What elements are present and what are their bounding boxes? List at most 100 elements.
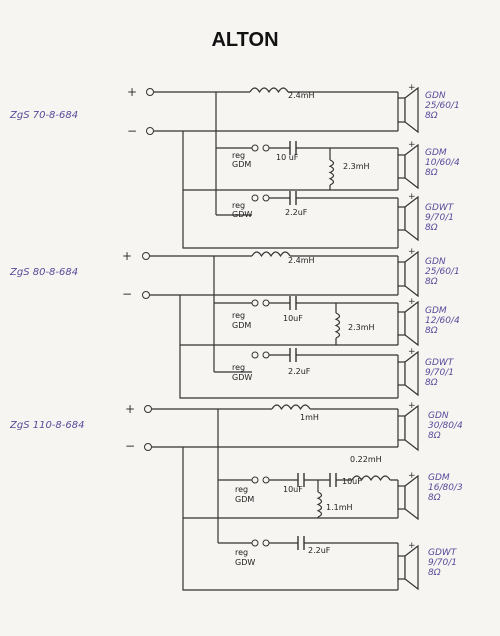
page-title: ALTON xyxy=(211,29,278,51)
woofer-speaker-impedance: 8Ω xyxy=(425,111,438,121)
svg-text:+: + xyxy=(408,541,416,551)
mid-speaker-name: GDM xyxy=(425,306,447,316)
input-minus-terminal xyxy=(144,443,152,451)
mid-reg-terminal-a xyxy=(251,144,259,152)
svg-text:+: + xyxy=(408,347,416,357)
mid-reg-driver-label: GDM xyxy=(232,321,251,330)
input-minus-sign: − xyxy=(127,124,137,138)
woofer-inductor xyxy=(251,251,291,258)
mid-reg-terminal-b xyxy=(262,144,270,152)
tweeter-speaker-icon: + xyxy=(397,541,419,591)
mid-inductor-label: 2.3mH xyxy=(343,162,370,171)
tweeter-speaker-name: GDWT xyxy=(425,358,455,368)
model-label: ZgS 110-8-684 xyxy=(9,420,84,431)
mid-speaker-icon: + xyxy=(397,140,419,190)
crossover-section-1: ZgS 70-8-684 + − 2.4mH reg GDM 10 uF 2.3… xyxy=(9,83,460,249)
woofer-inductor-label: 2.4mH xyxy=(288,256,315,265)
tweeter-capacitor-label: 2.2uF xyxy=(285,208,308,217)
input-plus-terminal xyxy=(142,252,150,260)
input-minus-terminal xyxy=(146,127,154,135)
tweeter-reg-terminal-a xyxy=(251,539,259,547)
mid-inductor xyxy=(334,312,341,339)
tweeter-reg-terminal-a xyxy=(251,351,259,359)
mid-speaker-name: GDM xyxy=(425,148,447,158)
svg-text:+: + xyxy=(408,140,416,150)
mid-reg-driver-label: GDM xyxy=(235,495,254,504)
mid-inductor xyxy=(328,159,335,186)
mid-reg-label: reg xyxy=(235,485,248,494)
tweeter-reg-label: reg xyxy=(235,548,248,557)
woofer-speaker-name: GDN xyxy=(425,91,446,101)
woofer-inductor-label: 1mH xyxy=(300,413,319,422)
woofer-speaker-model: 25/60/1 xyxy=(425,101,460,111)
mid-speaker-icon: + xyxy=(397,471,419,521)
woofer-speaker-icon: + xyxy=(397,247,419,298)
mid-speaker-model: 16/80/3 xyxy=(428,483,463,493)
tweeter-reg-label: reg xyxy=(232,201,245,210)
mid-inductor-2 xyxy=(351,475,391,482)
tweeter-reg-terminal-b xyxy=(262,194,270,202)
mid-reg-label: reg xyxy=(232,311,245,320)
woofer-speaker-model: 25/60/1 xyxy=(425,267,460,277)
mid-speaker-impedance: 8Ω xyxy=(428,493,441,503)
svg-text:+: + xyxy=(408,192,416,202)
woofer-speaker-icon: + xyxy=(397,401,419,452)
tweeter-reg-terminal-b xyxy=(262,539,270,547)
woofer-speaker-name: GDN xyxy=(428,411,449,421)
woofer-inductor xyxy=(249,87,289,94)
mid-inductor-label: 1.1mH xyxy=(326,503,353,512)
woofer-inductor xyxy=(271,404,311,411)
tweeter-speaker-model: 9/70/1 xyxy=(425,368,454,378)
tweeter-capacitor-label: 2.2uF xyxy=(308,546,331,555)
tweeter-capacitor-label: 2.2uF xyxy=(288,367,311,376)
tweeter-speaker-icon: + xyxy=(397,347,419,398)
mid-reg-terminal-b xyxy=(262,476,270,484)
svg-text:+: + xyxy=(408,83,416,93)
mid-reg-terminal-b xyxy=(262,299,270,307)
input-minus-sign: − xyxy=(122,287,132,301)
tweeter-reg-terminal-b xyxy=(262,351,270,359)
input-plus-sign: + xyxy=(127,85,137,99)
mid-speaker-impedance: 8Ω xyxy=(425,326,438,336)
input-plus-sign: + xyxy=(122,249,132,263)
tweeter-speaker-impedance: 8Ω xyxy=(425,223,438,233)
input-plus-terminal xyxy=(144,405,152,413)
input-minus-terminal xyxy=(142,291,150,299)
model-label: ZgS 70-8-684 xyxy=(9,110,78,121)
mid-capacitor-label: 10uF xyxy=(283,314,303,323)
mid-speaker-name: GDM xyxy=(428,473,450,483)
tweeter-speaker-icon: + xyxy=(397,192,419,248)
crossover-section-2: ZgS 80-8-684 + − 2.4mH reg GDM 10uF 2.3m… xyxy=(9,247,460,399)
input-plus-terminal xyxy=(146,88,154,96)
tweeter-speaker-impedance: 8Ω xyxy=(428,568,441,578)
svg-text:+: + xyxy=(408,297,416,307)
mid-reg-terminal-a xyxy=(251,476,259,484)
woofer-speaker-name: GDN xyxy=(425,257,446,267)
woofer-speaker-model: 30/80/4 xyxy=(428,421,463,431)
input-minus-sign: − xyxy=(125,439,135,453)
tweeter-speaker-impedance: 8Ω xyxy=(425,378,438,388)
tweeter-reg-label: reg xyxy=(232,363,245,372)
svg-text:+: + xyxy=(408,247,416,257)
mid-reg-driver-label: GDM xyxy=(232,160,251,169)
tweeter-speaker-model: 9/70/1 xyxy=(425,213,454,223)
mid-capacitor-label: 10 uF xyxy=(276,153,299,162)
mid-inductor-label: 2.3mH xyxy=(348,323,375,332)
mid-capacitor-label: 10uF xyxy=(283,485,303,494)
mid-speaker-icon: + xyxy=(397,297,419,347)
mid-speaker-model: 12/60/4 xyxy=(425,316,460,326)
mid-inductor xyxy=(316,491,323,518)
woofer-speaker-icon: + xyxy=(397,83,419,134)
crossover-section-3: ZgS 110-8-684 + − 1mH reg GDM 10uF 10uF … xyxy=(9,401,463,591)
mid-speaker-model: 10/60/4 xyxy=(425,158,460,168)
tweeter-speaker-model: 9/70/1 xyxy=(428,558,457,568)
mid-speaker-impedance: 8Ω xyxy=(425,168,438,178)
woofer-inductor-label: 2.4mH xyxy=(288,91,315,100)
mid-inductor-2-label: 0.22mH xyxy=(350,455,382,464)
tweeter-reg-driver-label: GDW xyxy=(232,210,252,219)
mid-capacitor-2-label: 10uF xyxy=(342,477,362,486)
tweeter-reg-driver-label: GDW xyxy=(232,373,252,382)
model-label: ZgS 80-8-684 xyxy=(9,267,78,278)
